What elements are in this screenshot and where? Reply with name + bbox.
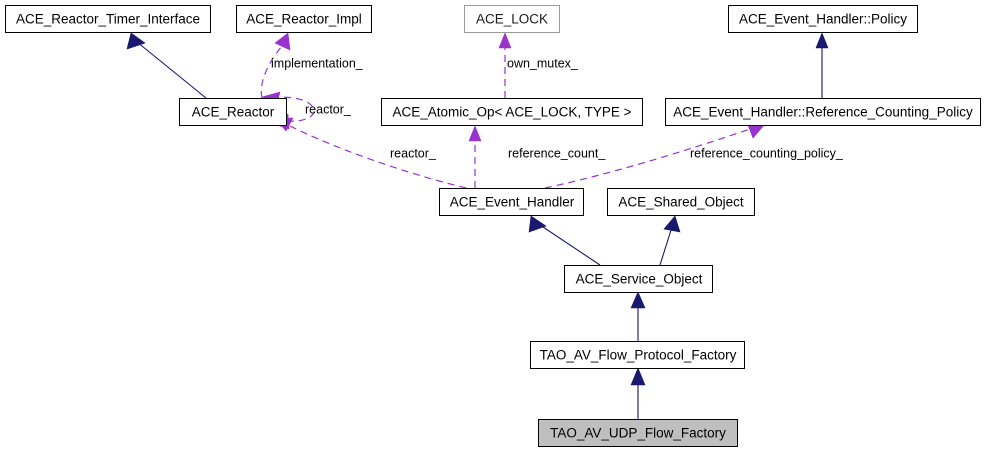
edge-label-reactor-self: reactor_ xyxy=(305,102,352,116)
edge-flow-protocol-factory-to-ace-service-object xyxy=(630,291,646,341)
edge-label-implementation: implementation_ xyxy=(271,56,364,70)
edge-layer xyxy=(126,32,829,419)
node-ace-reactor-impl[interactable]: ACE_Reactor_Impl xyxy=(236,5,372,33)
edge-udp-flow-factory-to-flow-protocol-factory xyxy=(630,367,646,419)
node-ace-shared-object[interactable]: ACE_Shared_Object xyxy=(607,188,755,216)
node-label-ace-reactor: ACE_Reactor xyxy=(192,105,275,120)
node-label-reference-counting-policy: ACE_Event_Handler::Reference_Counting_Po… xyxy=(673,105,973,120)
edge-ace-event-handler-to-ace-reactor xyxy=(275,117,467,189)
edge-ace-service-object-to-ace-shared-object xyxy=(659,215,681,266)
node-ace-event-handler-policy[interactable]: ACE_Event_Handler::Policy xyxy=(728,5,918,33)
node-ace-reactor[interactable]: ACE_Reactor xyxy=(179,98,287,126)
node-layer: ACE_Reactor_Timer_Interface ACE_Reactor_… xyxy=(5,5,981,447)
edge-ace-reactor-to-ace-reactor-impl xyxy=(260,32,291,99)
edge-ace-atomic-op-to-ace-lock xyxy=(498,32,512,98)
node-label-tao-av-udp-flow-factory: TAO_AV_UDP_Flow_Factory xyxy=(550,426,726,441)
node-ace-service-object[interactable]: ACE_Service_Object xyxy=(564,265,713,293)
node-ace-reactor-timer-interface[interactable]: ACE_Reactor_Timer_Interface xyxy=(5,5,211,33)
edge-label-reactor-handler: reactor_ xyxy=(390,146,437,160)
node-ace-event-handler-reference-counting-policy[interactable]: ACE_Event_Handler::Reference_Counting_Po… xyxy=(665,98,981,126)
node-ace-atomic-op[interactable]: ACE_Atomic_Op< ACE_LOCK, TYPE > xyxy=(381,98,643,126)
node-tao-av-udp-flow-factory[interactable]: TAO_AV_UDP_Flow_Factory xyxy=(538,419,738,447)
edge-ace-reactor-to-ace-reactor-timer-interface xyxy=(126,32,207,99)
edge-ace-service-object-to-ace-event-handler xyxy=(528,215,601,266)
node-label-ace-lock: ACE_LOCK xyxy=(476,12,548,27)
node-label-tao-av-flow-protocol-factory: TAO_AV_Flow_Protocol_Factory xyxy=(540,348,737,363)
node-label-ace-shared-object: ACE_Shared_Object xyxy=(618,195,744,210)
edge-label-own-mutex: own_mutex_ xyxy=(507,56,579,70)
edge-label-reference-counting-policy: reference_counting_policy_ xyxy=(690,146,844,160)
node-label-ace-event-handler: ACE_Event_Handler xyxy=(450,195,575,210)
node-label-ace-service-object: ACE_Service_Object xyxy=(576,272,703,287)
node-label-ace-reactor-impl: ACE_Reactor_Impl xyxy=(246,12,362,27)
edge-label-reference-count: reference_count_ xyxy=(508,146,606,160)
edge-ace-event-handler-to-ace-atomic-op xyxy=(468,125,482,188)
node-label-ace-reactor-timer-interface: ACE_Reactor_Timer_Interface xyxy=(16,12,200,27)
edge-reference-counting-policy-to-policy xyxy=(815,32,829,98)
edge-label-layer: implementation_ own_mutex_ reactor_ reac… xyxy=(271,56,844,160)
node-label-ace-event-handler-policy: ACE_Event_Handler::Policy xyxy=(739,12,907,27)
node-ace-event-handler[interactable]: ACE_Event_Handler xyxy=(439,188,584,216)
node-tao-av-flow-protocol-factory[interactable]: TAO_AV_Flow_Protocol_Factory xyxy=(530,341,745,369)
node-label-ace-atomic-op: ACE_Atomic_Op< ACE_LOCK, TYPE > xyxy=(392,105,631,120)
node-ace-lock[interactable]: ACE_LOCK xyxy=(464,5,560,33)
